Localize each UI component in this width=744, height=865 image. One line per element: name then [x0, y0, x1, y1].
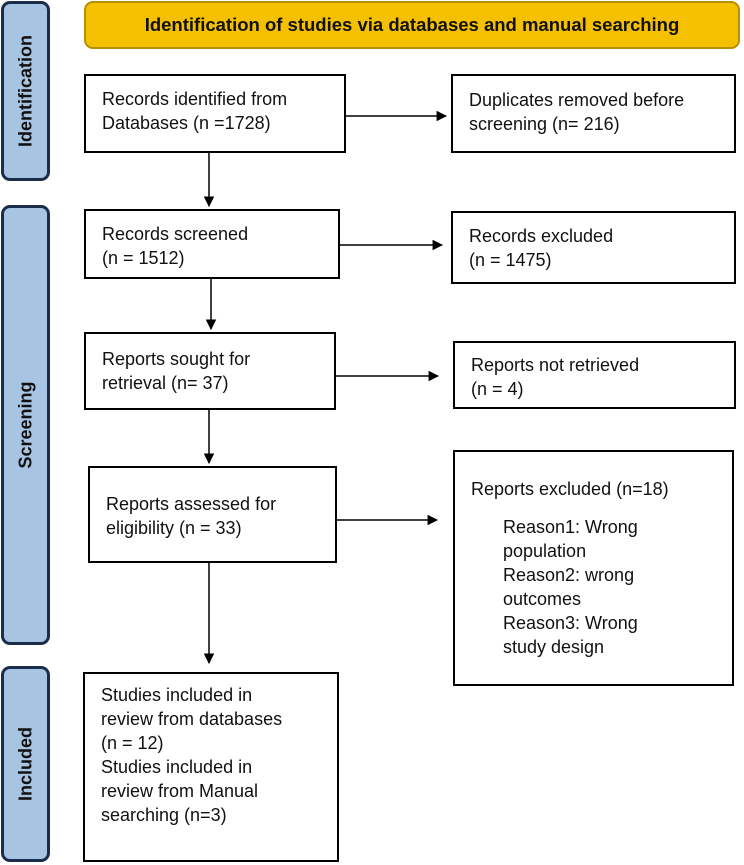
reason-line-3: Reason2: wrong: [503, 565, 635, 585]
header-banner: Identification of studies via databases …: [84, 1, 740, 49]
reports-sought-line-1: Reports sought for: [102, 349, 251, 369]
duplicates-removed-box: Duplicates removed before screening (n= …: [451, 74, 736, 153]
reason-line-2: population: [503, 541, 587, 561]
records-identified-line-1: Records identified from: [102, 89, 288, 109]
exclusion-reasons-list: Reason1: Wrong population Reason2: wrong…: [471, 515, 716, 659]
reports-sought-line-2: retrieval (n= 37): [102, 373, 229, 393]
reason-line-6: study design: [503, 637, 605, 657]
reports-assessed-box: Reports assessed for eligibility (n = 33…: [88, 466, 337, 563]
reports-not-retrieved-box: Reports not retrieved (n = 4): [453, 341, 736, 409]
phase-identification: Identification: [1, 1, 50, 181]
reports-not-retrieved-line-1: Reports not retrieved: [471, 355, 640, 375]
studies-included-line-2: review from databases: [101, 709, 283, 729]
studies-included-line-3: (n = 12): [101, 733, 164, 753]
records-screened-box: Records screened (n = 1512): [84, 209, 340, 279]
reason-line-5: Reason3: Wrong: [503, 613, 638, 633]
reason-line-1: Reason1: Wrong: [503, 517, 638, 537]
studies-included-line-6: searching (n=3): [101, 805, 227, 825]
reports-assessed-line-2: eligibility (n = 33): [106, 518, 242, 538]
phase-screening: Screening: [1, 205, 50, 645]
records-screened-line-1: Records screened: [102, 224, 249, 244]
records-screened-line-2: (n = 1512): [102, 248, 185, 268]
records-excluded-line-2: (n = 1475): [469, 250, 552, 270]
studies-included-box: Studies included in review from database…: [83, 672, 339, 862]
studies-included-line-5: review from Manual: [101, 781, 259, 801]
phase-included: Included: [1, 666, 50, 862]
records-excluded-line-1: Records excluded: [469, 226, 614, 246]
records-excluded-box: Records excluded (n = 1475): [451, 211, 736, 284]
duplicates-removed-line-2: screening (n= 216): [469, 114, 620, 134]
header-title: Identification of studies via databases …: [144, 14, 680, 35]
duplicates-removed-line-1: Duplicates removed before: [469, 90, 685, 110]
studies-included-line-4: Studies included in: [101, 757, 253, 777]
records-identified-box: Records identified from Databases (n =17…: [84, 74, 346, 153]
reports-excluded-title: Reports excluded (n=18): [471, 479, 669, 499]
reports-excluded-box: Reports excluded (n=18) Reason1: Wrong p…: [453, 450, 734, 686]
reports-assessed-line-1: Reports assessed for: [106, 494, 277, 514]
records-identified-line-2: Databases (n =1728): [102, 113, 271, 133]
reports-sought-box: Reports sought for retrieval (n= 37): [84, 332, 336, 410]
reason-line-4: outcomes: [503, 589, 582, 609]
reports-not-retrieved-line-2: (n = 4): [471, 379, 524, 399]
studies-included-line-1: Studies included in: [101, 685, 253, 705]
